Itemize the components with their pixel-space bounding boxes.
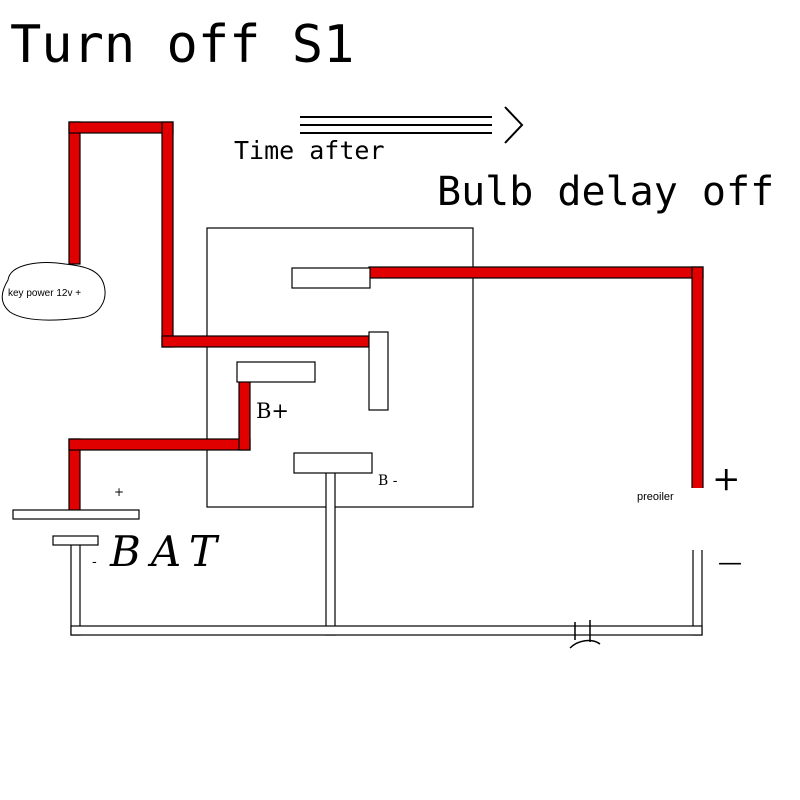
coil-terminal	[368, 331, 389, 411]
battery-label: BAT	[109, 527, 227, 576]
key-power-label: key power 12v +	[8, 288, 81, 299]
load-minus-label: —	[718, 548, 742, 576]
load-plus-label: +	[712, 459, 741, 499]
battery-icon	[12, 509, 140, 546]
b-plus-label: B+	[256, 399, 289, 423]
b-minus-label: B -	[378, 473, 398, 489]
preoiler-label: preoiler	[637, 491, 674, 503]
relay-box	[206, 227, 474, 508]
preoiler-load	[630, 488, 718, 550]
diagram-title: Turn off S1	[10, 15, 354, 75]
battery-plus-label: +	[114, 485, 124, 499]
time-after-arrow-icon	[300, 106, 524, 144]
output-terminal	[291, 267, 371, 289]
b-plus-terminal	[236, 361, 316, 383]
ground-symbol-icon	[569, 620, 601, 649]
b-minus-terminal	[293, 452, 373, 474]
relay-terminals	[236, 267, 389, 474]
battery-minus-label: -	[92, 554, 97, 570]
key-power-cloud	[1, 262, 106, 321]
time-after-label: Time after	[234, 136, 385, 165]
bulb-delay-off-label: Bulb delay off	[437, 169, 774, 215]
